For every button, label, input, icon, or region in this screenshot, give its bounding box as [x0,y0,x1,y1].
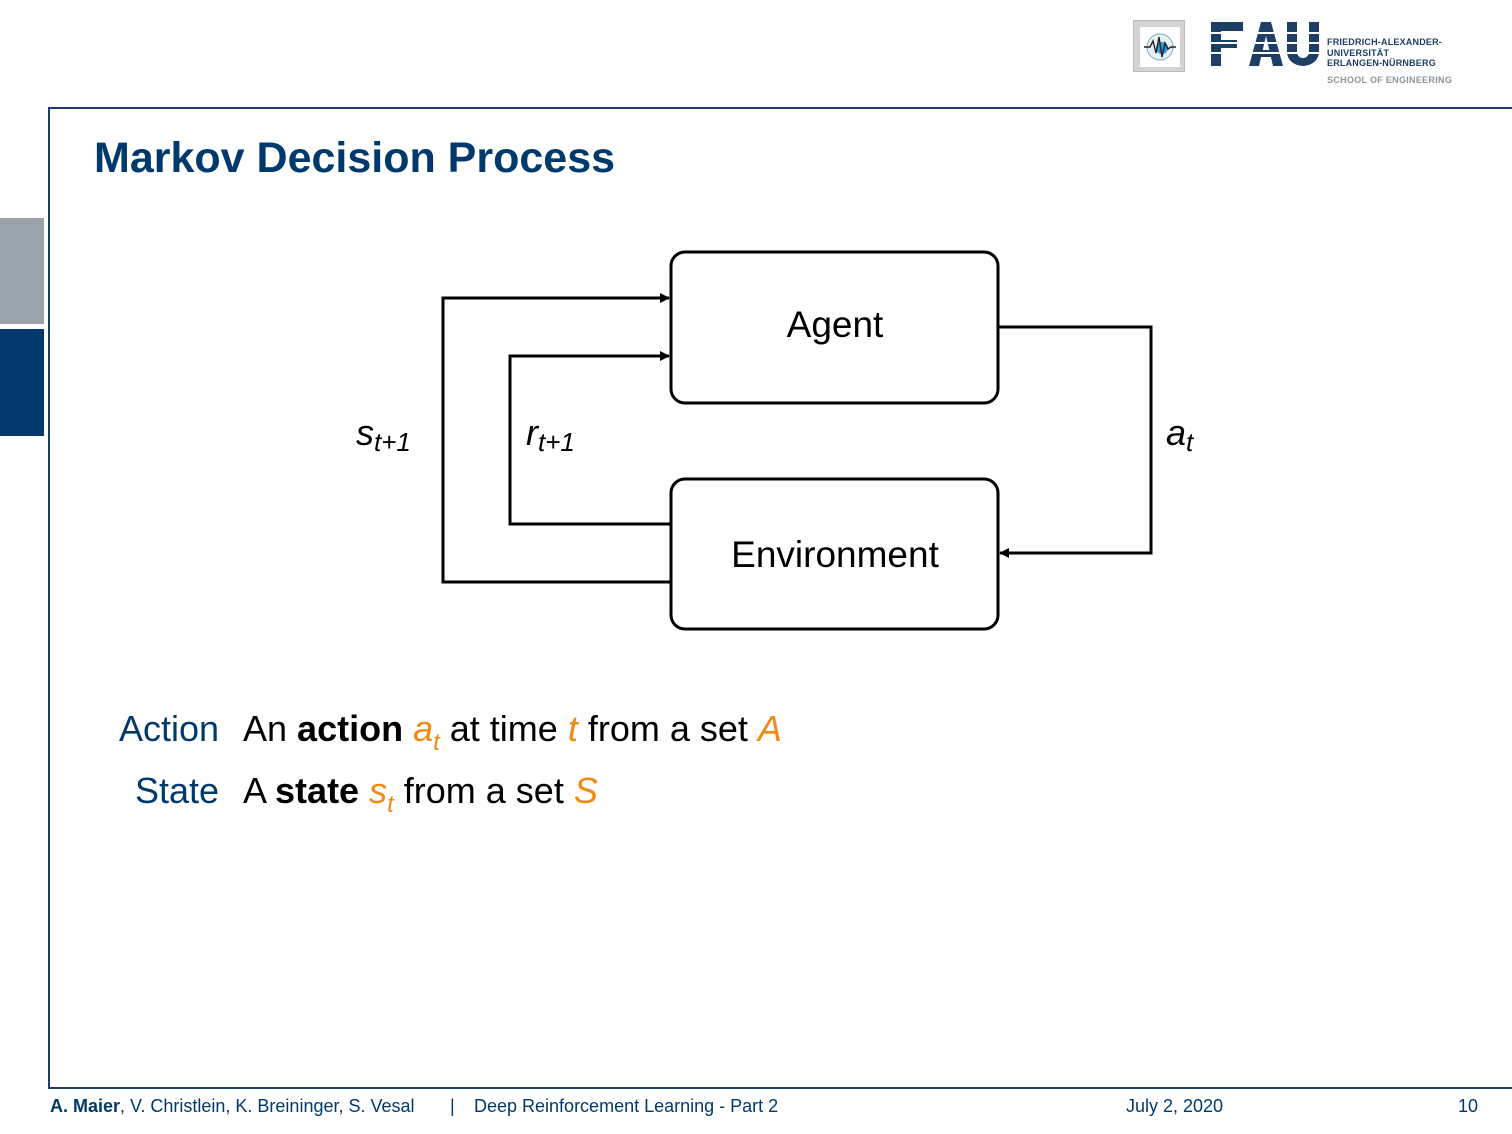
state-feedback-symbol: s [356,412,374,453]
text-run: An [243,708,298,749]
waveform-icon [1144,33,1176,61]
state-set-symbol: S [573,770,598,811]
text-run [359,770,369,811]
frame-left-rule [48,107,50,1089]
action-arrow [998,325,1153,558]
state-feedback-subscript: t+1 [374,427,411,457]
definition-text-state: A state st from a set S [243,770,598,818]
frame-bottom-rule [48,1087,1512,1089]
reward-feedback-subscript: t+1 [538,427,575,457]
page-title: Markov Decision Process [94,134,616,182]
text-run: at time [439,708,568,749]
footer-date: July 2, 2020 [1126,1096,1224,1116]
frame-top-rule [48,107,1512,109]
text-run: from a set [577,708,758,749]
action-set-symbol: A [757,708,782,749]
text-run: from a set [393,770,574,811]
text-run: A [243,770,276,811]
action-subscript: t [1186,427,1195,457]
side-section-tab-blue [0,329,44,436]
environment-label: Environment [731,534,939,575]
text-run [403,708,413,749]
fau-logo [1209,22,1321,66]
university-name: FRIEDRICH-ALEXANDER- UNIVERSITÄT ERLANGE… [1327,37,1442,68]
reward-feedback-symbol: r [526,412,540,453]
reward-feedback-arrow [508,351,671,526]
action-symbol-inline: at [413,708,440,756]
bold-term-action: action [297,708,404,749]
reward-feedback-label: rt+1 [526,412,575,457]
agent-label: Agent [787,304,884,345]
footer-lead-author: A. Maier [50,1096,121,1116]
definition-term-state: State [134,770,219,811]
time-symbol-inline: t [567,708,578,749]
state-feedback-arrow [441,293,671,584]
bold-term-state: state [275,770,360,811]
environment-box [669,477,1000,631]
footer-separator: | [450,1096,455,1116]
state-symbol-inline-subscript: t [387,791,394,818]
state-symbol-inline: st [369,770,394,818]
definition-term-action: Action [118,708,219,749]
action-label: at [1166,412,1195,457]
pattern-recognition-lab-logo [1133,20,1185,72]
action-symbol: a [1166,412,1186,453]
side-section-tab-gray [0,218,44,324]
footer-lecture-title: Deep Reinforcement Learning - Part 2 [474,1096,779,1116]
footer-coauthors: , V. Christlein, K. Breininger, S. Vesal [120,1096,415,1116]
school-name: SCHOOL OF ENGINEERING [1327,75,1453,85]
definition-text-action: An action at at time t from a set A [243,708,782,756]
action-symbol-inline-subscript: t [433,729,440,756]
state-feedback-label: st+1 [356,412,411,457]
footer-page-number: 10 [1458,1096,1479,1116]
footer-authors: A. Maier, V. Christlein, K. Breininger, … [50,1096,415,1117]
